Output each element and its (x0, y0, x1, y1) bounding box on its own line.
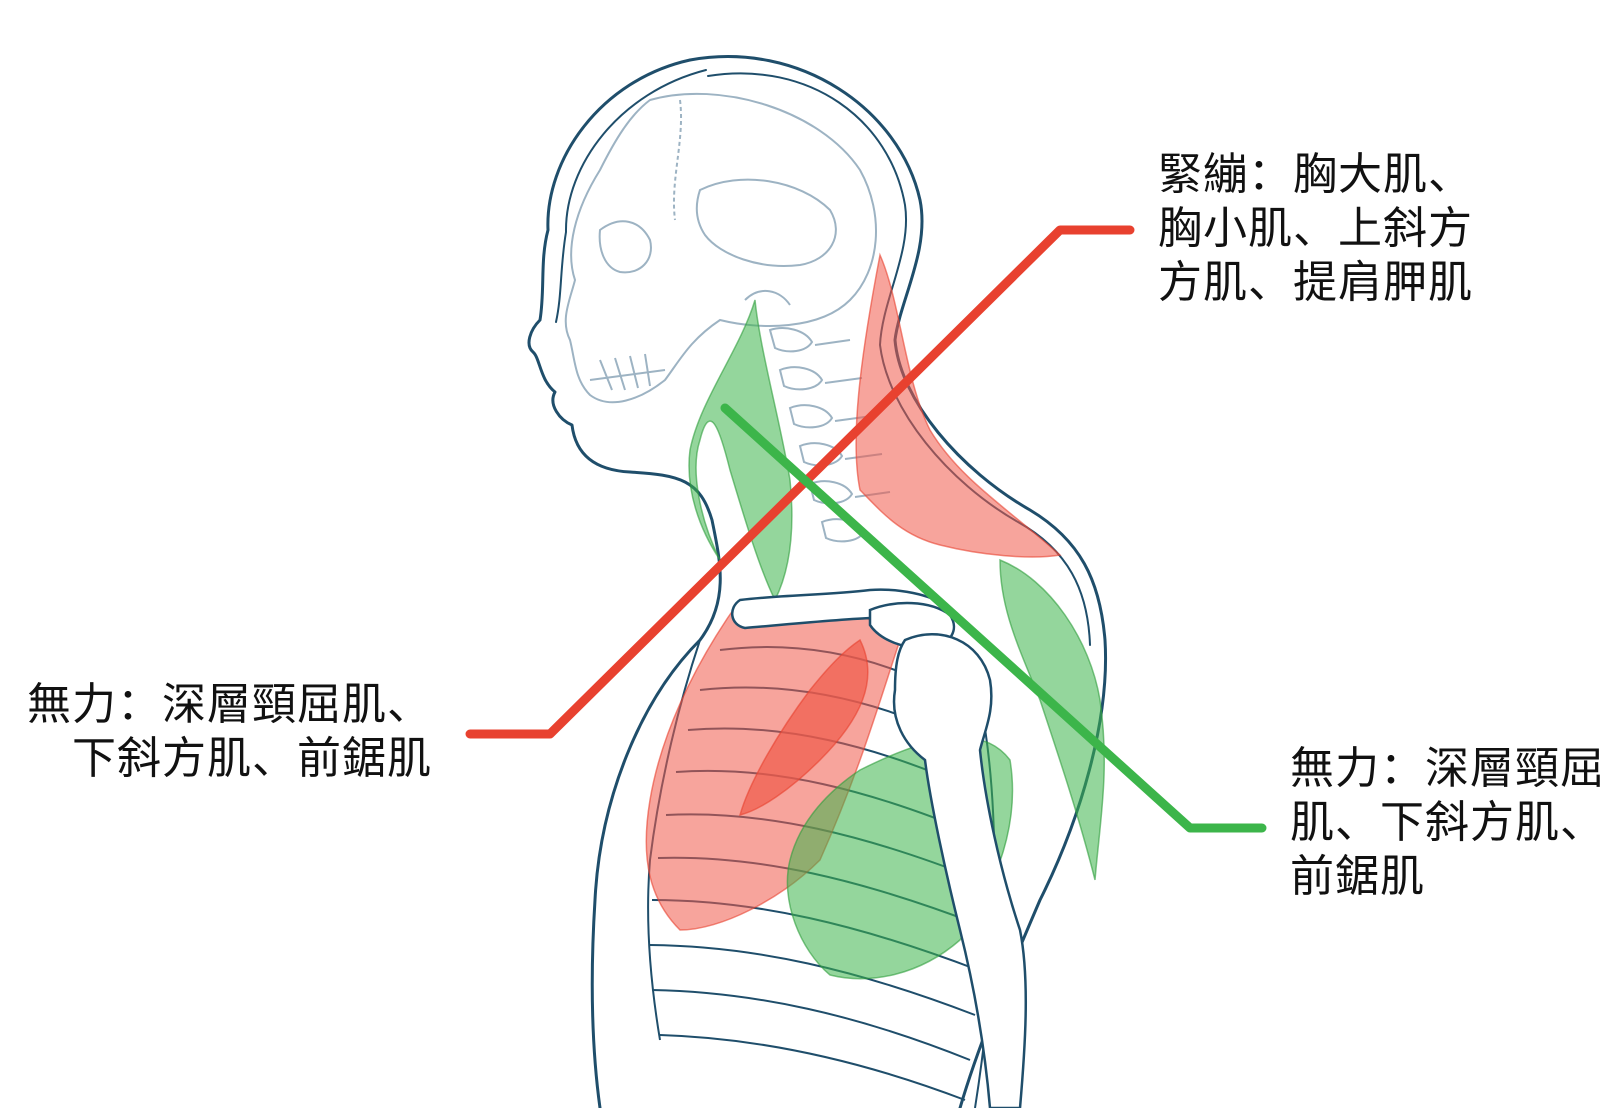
weak-muscles-label-left: 無力：深層頸屈肌、 下斜方肌、前鋸肌 (12, 678, 432, 786)
tight-label-line-1: 緊繃：胸大肌、 (1158, 148, 1473, 202)
weak-right-label-line-1: 無力：深層頸屈 (1290, 742, 1605, 796)
weak-left-label-line-1: 無力：深層頸屈肌、 (12, 678, 432, 732)
weak-right-label-line-2: 肌、下斜方肌、 (1290, 796, 1605, 850)
lower-trapezius (1000, 560, 1104, 880)
tight-label-line-2: 胸小肌、上斜方 (1158, 202, 1473, 256)
tight-label-line-3: 方肌、提肩胛肌 (1158, 256, 1473, 310)
tight-muscles-label: 緊繃：胸大肌、 胸小肌、上斜方 方肌、提肩胛肌 (1158, 148, 1473, 310)
weak-muscles-label-right: 無力：深層頸屈 肌、下斜方肌、 前鋸肌 (1290, 742, 1605, 904)
weak-right-label-line-3: 前鋸肌 (1290, 850, 1605, 904)
skull-icon (566, 94, 876, 402)
weak-left-label-line-2: 下斜方肌、前鋸肌 (12, 732, 432, 786)
